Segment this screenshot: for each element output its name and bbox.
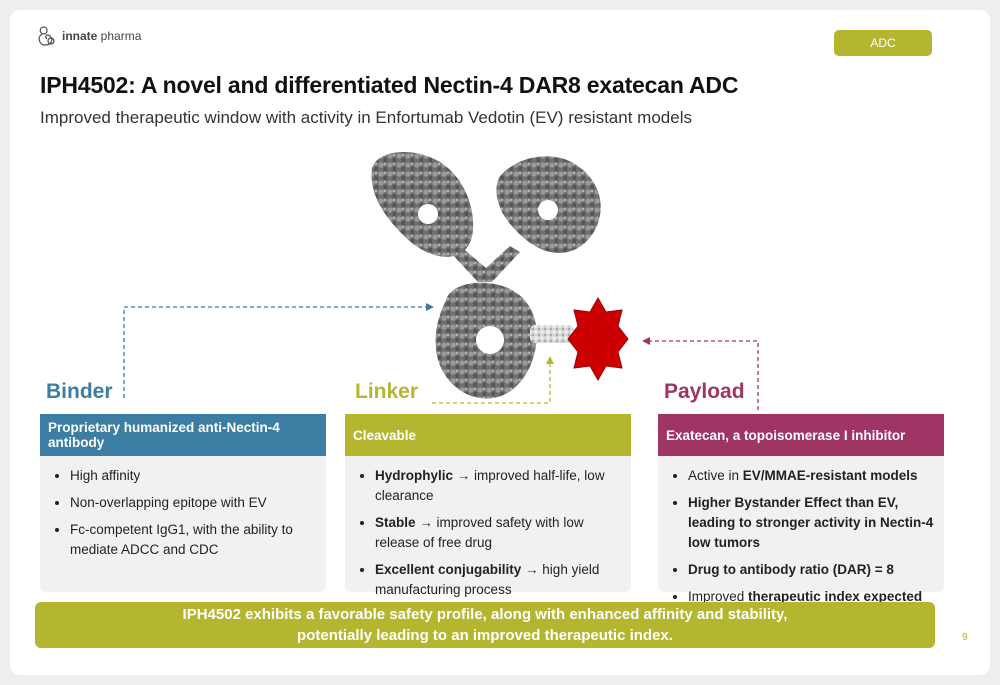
binder-list: High affinity Non-overlapping epitope wi… bbox=[40, 466, 326, 560]
payload-star-icon bbox=[567, 296, 629, 382]
antibody-structure bbox=[371, 152, 601, 399]
summary-line-1: IPH4502 exhibits a favorable safety prof… bbox=[182, 606, 788, 623]
logo-brand-rest: pharma bbox=[97, 29, 142, 43]
binder-item: Non-overlapping epitope with EV bbox=[70, 493, 322, 513]
linker-chain bbox=[530, 325, 574, 343]
binder-title: Binder bbox=[46, 380, 113, 403]
linker-list: Hydrophylic → improved half-life, low cl… bbox=[345, 466, 631, 600]
binder-header: Proprietary humanized anti-Nectin-4 anti… bbox=[40, 414, 326, 456]
summary-banner: IPH4502 exhibits a favorable safety prof… bbox=[35, 602, 935, 648]
page-number: 9 bbox=[962, 632, 968, 643]
payload-item: Active in EV/MMAE-resistant models bbox=[688, 466, 940, 486]
binder-arrow bbox=[123, 306, 428, 398]
linker-header: Cleavable bbox=[345, 414, 631, 456]
linker-item: Excellent conjugability → high yield man… bbox=[375, 560, 627, 600]
payload-item: Drug to antibody ratio (DAR) = 8 bbox=[688, 560, 940, 580]
payload-item: Higher Bystander Effect than EV, leading… bbox=[688, 493, 940, 553]
payload-header: Exatecan, a topoisomerase I inhibitor bbox=[658, 414, 944, 456]
binder-column: Proprietary humanized anti-Nectin-4 anti… bbox=[40, 414, 326, 592]
linker-item: Stable → improved safety with low releas… bbox=[375, 513, 627, 553]
summary-line-2: potentially leading to an improved thera… bbox=[297, 627, 673, 644]
linker-arrowhead bbox=[546, 356, 554, 364]
page-subtitle: Improved therapeutic window with activit… bbox=[40, 108, 692, 127]
logo-brand-bold: innate bbox=[62, 29, 98, 43]
logo-icon bbox=[38, 26, 55, 46]
linker-title: Linker bbox=[355, 380, 419, 403]
binder-item: High affinity bbox=[70, 466, 322, 486]
payload-title: Payload bbox=[664, 380, 745, 403]
payload-list: Active in EV/MMAE-resistant models Highe… bbox=[658, 466, 944, 607]
innate-pharma-logo: innate pharma bbox=[36, 24, 141, 48]
payload-arrow bbox=[648, 340, 759, 410]
payload-item: Improved therapeutic index expected bbox=[688, 587, 940, 607]
page-title: IPH4502: A novel and differentiated Nect… bbox=[40, 72, 739, 98]
adc-tag: ADC bbox=[834, 30, 932, 56]
payload-arrowhead bbox=[642, 337, 650, 345]
payload-column: Exatecan, a topoisomerase I inhibitor Ac… bbox=[658, 414, 944, 604]
binder-arrowhead bbox=[426, 303, 434, 311]
binder-item: Fc-competent IgG1, with the ability to m… bbox=[70, 520, 322, 560]
linker-item: Hydrophylic → improved half-life, low cl… bbox=[375, 466, 627, 506]
linker-column: Cleavable Hydrophylic → improved half-li… bbox=[345, 414, 631, 597]
